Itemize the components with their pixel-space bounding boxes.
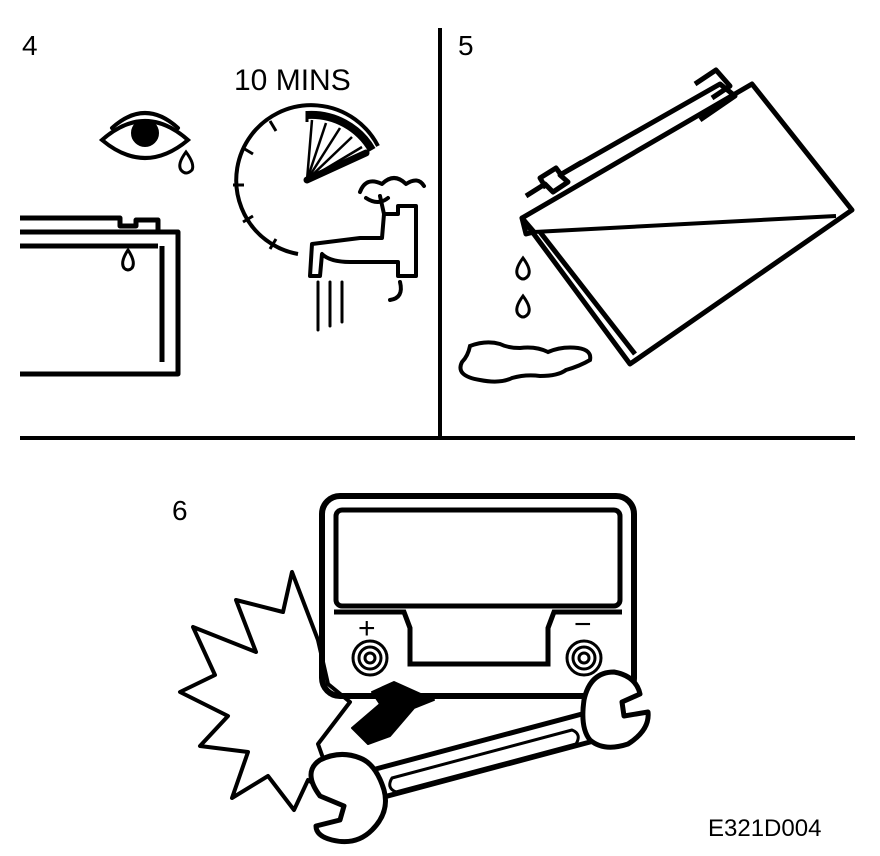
panel-5-number: 5 <box>458 30 474 61</box>
tear-drop-icon <box>178 149 195 175</box>
eye-icon <box>98 111 192 160</box>
panel-4-caption: 10 MINS <box>234 64 351 97</box>
battery-front-icon <box>319 493 637 699</box>
panel-6-number: 6 <box>172 495 188 526</box>
acid-drops-icon <box>515 255 531 319</box>
positive-terminal-icon <box>351 639 389 677</box>
clock-icon <box>233 103 380 256</box>
acid-puddle-icon <box>458 340 593 384</box>
panel-4-number: 4 <box>22 30 38 61</box>
negative-terminal-icon <box>565 639 603 677</box>
positive-terminal-symbol: + <box>358 612 376 645</box>
reference-code: E321D004 <box>708 815 821 842</box>
battery-side-icon <box>20 215 181 377</box>
tilted-battery-icon <box>519 67 855 367</box>
spanner-icon <box>308 669 651 845</box>
negative-terminal-symbol: − <box>574 608 592 641</box>
spark-burst-icon <box>178 570 352 812</box>
arrow-icon <box>351 681 435 745</box>
water-tap-icon <box>308 176 426 332</box>
